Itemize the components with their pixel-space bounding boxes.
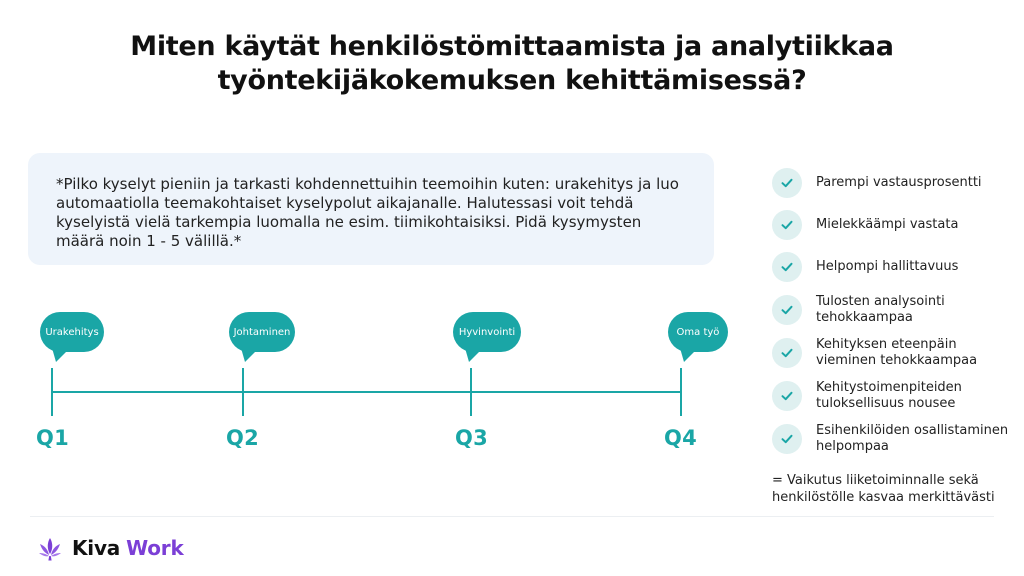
- instruction-note: *Pilko kyselyt pieniin ja tarkasti kohde…: [28, 153, 714, 265]
- quarter-timeline: Urakehitys Q1 Johtaminen Q2 Hyvinvointi …: [0, 290, 740, 470]
- benefit-text: Esihenkilöiden osallistaminen helpompaa: [816, 423, 1009, 454]
- theme-label-q4: Oma työ: [676, 326, 720, 338]
- benefit-item: Kehitystoimenpiteiden tuloksellisuus nou…: [772, 380, 1016, 412]
- benefit-item: Mielekkäämpi vastata: [772, 210, 1016, 240]
- check-icon: [772, 210, 802, 240]
- theme-bubble-q2: Johtaminen: [229, 312, 295, 362]
- title-line-1: Miten käytät henkilöstömittaamista ja an…: [130, 31, 894, 62]
- quarter-label-q2: Q2: [226, 426, 260, 450]
- theme-bubble-q4: Oma työ: [668, 312, 728, 362]
- benefit-item: Helpompi hallittavuus: [772, 252, 1016, 282]
- impact-summary: = Vaikutus liiketoiminnalle sekä henkilö…: [772, 473, 995, 505]
- check-icon: [772, 338, 802, 368]
- benefit-text: Mielekkäämpi vastata: [816, 217, 959, 232]
- benefit-item: Esihenkilöiden osallistaminen helpompaa: [772, 423, 1016, 455]
- benefit-item: Tulosten analysointi tehokkaampaa: [772, 294, 1016, 326]
- benefit-item: Parempi vastausprosentti: [772, 168, 1016, 198]
- benefit-text: Tulosten analysointi tehokkaampaa: [816, 294, 945, 325]
- quarter-label-q3: Q3: [455, 426, 489, 450]
- timeline-tick-q3: [470, 368, 472, 416]
- logo-word-work: Work: [126, 536, 184, 560]
- benefit-text: Kehityksen eteenpäin vieminen tehokkaamp…: [816, 337, 978, 368]
- timeline-tick-q2: [242, 368, 244, 416]
- benefits-list: Parempi vastausprosentti Mielekkäämpi va…: [772, 0, 1024, 576]
- page-title: Miten käytät henkilöstömittaamista ja an…: [0, 30, 1024, 98]
- logo-word-kiva: Kiva: [72, 536, 121, 560]
- benefit-item: Kehityksen eteenpäin vieminen tehokkaamp…: [772, 337, 1016, 369]
- timeline-tick-q1: [51, 368, 53, 416]
- timeline-tick-q4: [680, 368, 682, 416]
- theme-bubble-q1: Urakehitys: [40, 312, 104, 362]
- theme-label-q2: Johtaminen: [233, 326, 291, 338]
- theme-label-q3: Hyvinvointi: [458, 326, 516, 338]
- theme-label-q1: Urakehitys: [45, 326, 99, 338]
- check-icon: [772, 424, 802, 454]
- quarter-label-q4: Q4: [664, 426, 698, 450]
- check-icon: [772, 381, 802, 411]
- check-icon: [772, 168, 802, 198]
- quarter-label-q1: Q1: [36, 426, 70, 450]
- footer-divider: [30, 516, 994, 517]
- benefit-text: Helpompi hallittavuus: [816, 259, 959, 274]
- lotus-logo-icon: [39, 538, 61, 561]
- theme-bubble-q3: Hyvinvointi: [453, 312, 521, 362]
- timeline-line: [52, 391, 682, 393]
- check-icon: [772, 252, 802, 282]
- benefit-text: Kehitystoimenpiteiden tuloksellisuus nou…: [816, 380, 962, 411]
- title-line-2: työntekijäkokemuksen kehittämisessä?: [217, 65, 807, 96]
- check-icon: [772, 295, 802, 325]
- benefit-text: Parempi vastausprosentti: [816, 175, 982, 190]
